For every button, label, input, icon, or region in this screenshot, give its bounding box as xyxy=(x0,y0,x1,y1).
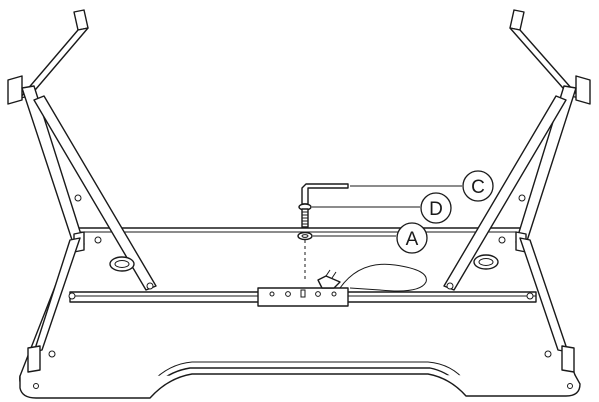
control-box xyxy=(257,287,349,307)
callout-c: C xyxy=(462,170,494,202)
right-leg xyxy=(33,9,591,389)
hex-key xyxy=(301,183,349,205)
callout-a-label: A xyxy=(406,229,419,250)
tabletop xyxy=(19,227,581,399)
washer xyxy=(297,231,313,241)
left-leg xyxy=(7,9,157,373)
callout-d-label: D xyxy=(429,199,443,220)
callout-lines xyxy=(312,185,462,237)
callout-d: D xyxy=(420,192,452,224)
cable xyxy=(317,263,427,292)
callout-c-label: C xyxy=(471,177,485,198)
callout-a: A xyxy=(396,222,428,254)
bolt-washer xyxy=(298,203,312,228)
hardware-parts xyxy=(297,183,349,282)
